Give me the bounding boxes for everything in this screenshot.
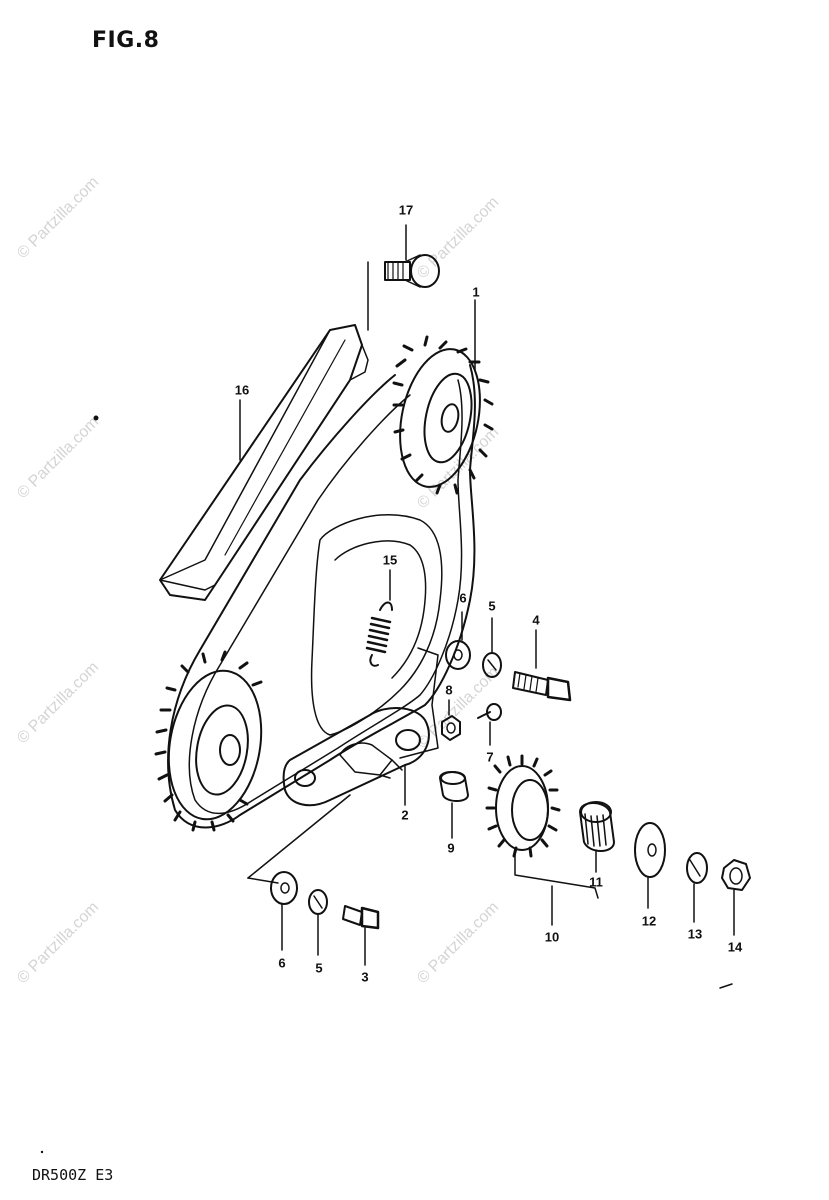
- lock-washer-5-upper: [482, 652, 502, 678]
- bushing-9: [439, 771, 469, 802]
- screw-7: [477, 703, 502, 721]
- washer-6-lower: [270, 871, 298, 905]
- stray-mark: [719, 983, 733, 989]
- upper-sprocket: [392, 335, 494, 495]
- part-label-3: 3: [361, 969, 369, 985]
- bolt-4: [512, 671, 572, 702]
- part-label-5-lower: 5: [315, 960, 323, 976]
- washer-12: [634, 822, 666, 878]
- part-label-14: 14: [727, 939, 743, 955]
- part-label-9: 9: [447, 840, 455, 856]
- part-label-13: 13: [687, 926, 703, 942]
- needle-bearing: [579, 801, 615, 852]
- part-label-6-lower: 6: [278, 955, 286, 971]
- model-code: DR500Z E3: [32, 1166, 114, 1184]
- part-label-1: 1: [472, 284, 480, 300]
- cam-chain: [167, 364, 476, 829]
- nut-8: [441, 715, 461, 741]
- chain-guide: [159, 324, 369, 601]
- washer-6-upper: [445, 640, 471, 670]
- tensioner-spring: [365, 601, 393, 667]
- nut-14: [721, 859, 751, 891]
- idler-sprocket: [485, 754, 561, 858]
- part-label-11: 11: [589, 874, 603, 890]
- figure-title: FIG.8: [92, 28, 160, 53]
- part-label-12: 12: [641, 913, 657, 929]
- leader-lines: [239, 224, 735, 966]
- part-label-8: 8: [445, 682, 453, 698]
- part-label-4: 4: [532, 612, 540, 628]
- part-label-5-upper: 5: [488, 598, 496, 614]
- part-label-10: 10: [544, 929, 560, 945]
- washer-13: [686, 852, 708, 884]
- part-label-2: 2: [401, 807, 409, 823]
- part-label-17: 17: [398, 202, 414, 218]
- part-label-7: 7: [486, 749, 494, 765]
- bolt-3: [342, 905, 380, 930]
- part-label-16: 16: [234, 382, 250, 398]
- part-label-6-upper: 6: [459, 590, 467, 606]
- part-label-15: 15: [382, 552, 398, 568]
- lower-sprocket: [154, 650, 263, 832]
- bolt-17: [384, 254, 440, 288]
- stray-dot: [93, 415, 99, 421]
